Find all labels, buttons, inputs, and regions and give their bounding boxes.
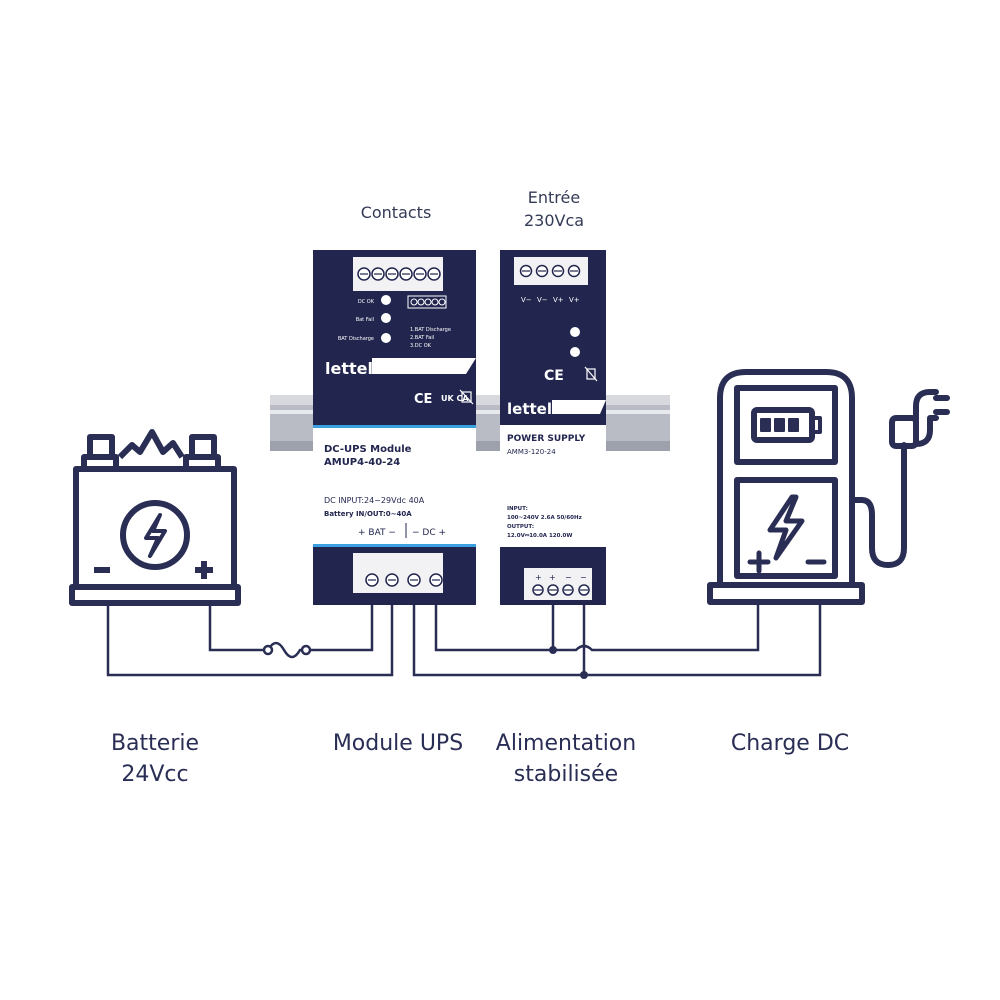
- wire-ups-dc-negative: [412, 590, 584, 677]
- relay-2-label: 2.BAT Fail: [410, 335, 434, 341]
- psu-output-title: OUTPUT:: [507, 524, 534, 530]
- battery-label-line1: Batterie: [110, 731, 200, 756]
- psu-ce-mark: CE: [544, 368, 564, 384]
- psu-bottom-label-4: −: [580, 573, 587, 582]
- ups-ukca-mark: UK CA: [441, 394, 469, 403]
- ups-title: DC-UPS Module: [324, 444, 412, 455]
- wires: [106, 590, 822, 679]
- ups-brand: lettel: [325, 359, 373, 378]
- psu-terminal-label-2: V−: [537, 296, 548, 304]
- battery-label-line2: 24Vcc: [121, 762, 189, 787]
- psu-label: Alimentation stabilisée: [480, 728, 652, 790]
- input-label-line1: Entrée: [527, 188, 581, 207]
- power-supply: V− V− V+ V+ CE lettel POWER SUPPLY AMM3-…: [500, 250, 606, 605]
- ups-ce-mark: CE: [414, 392, 432, 407]
- ups-module: DC OK Bat Fail BAT Discharge 1.BAT Disch…: [313, 250, 476, 605]
- relay-3-label: 3.DC OK: [410, 343, 432, 349]
- dc-load-charger-icon: [707, 369, 950, 605]
- contacts-label: Contacts: [360, 203, 432, 222]
- psu-terminal-label-1: V−: [521, 296, 532, 304]
- psu-bottom-label-3: −: [565, 573, 572, 582]
- ups-label: Module UPS: [332, 731, 464, 756]
- led-bat-discharge-label: BAT Discharge: [338, 336, 374, 342]
- psu-title: POWER SUPPLY: [507, 434, 586, 444]
- ups-battery-spec: Battery IN/OUT:0~40A: [324, 510, 412, 518]
- battery-label: Batterie 24Vcc: [80, 728, 230, 790]
- psu-input-title: INPUT:: [507, 506, 528, 512]
- ups-model: AMUP4-40-24: [324, 457, 400, 468]
- psu-input-spec: 100~240V 2.6A 50/60Hz: [507, 515, 582, 521]
- psu-terminal-label-4: V+: [569, 296, 580, 304]
- psu-terminal-label-3: V+: [553, 296, 564, 304]
- psu-brand: lettel: [507, 400, 552, 418]
- battery-icon: [69, 429, 241, 606]
- psu-model: AMM3-120-24: [507, 448, 556, 456]
- wire-battery-positive: [208, 604, 268, 652]
- psu-bottom-label-2: +: [549, 573, 556, 582]
- input-label-line2: 230Vca: [523, 211, 585, 230]
- led-bat-fail-label: Bat Fail: [356, 317, 374, 323]
- psu-label-line1: Alimentation: [495, 731, 637, 756]
- ups-terminal-dc-label: − DC +: [412, 528, 446, 538]
- load-label: Charge DC: [730, 731, 850, 756]
- fuse-symbol: [266, 641, 306, 659]
- wire-battery-negative: [106, 590, 394, 677]
- psu-label-line2: stabilisée: [513, 762, 619, 787]
- psu-bottom-label-1: +: [535, 573, 542, 582]
- wire-psu-negative: [582, 596, 822, 677]
- ups-terminal-bat-label: + BAT −: [358, 528, 396, 538]
- psu-output-spec: 12.0V⎓10.0A 120.0W: [507, 533, 572, 539]
- wire-fuse-to-ups: [310, 590, 374, 652]
- relay-1-label: 1.BAT Discharge: [410, 327, 451, 333]
- ups-input-spec: DC INPUT:24~29Vdc 40A: [324, 496, 425, 505]
- led-dc-ok-label: DC OK: [358, 299, 375, 305]
- input-label: Entrée 230Vca: [500, 186, 608, 232]
